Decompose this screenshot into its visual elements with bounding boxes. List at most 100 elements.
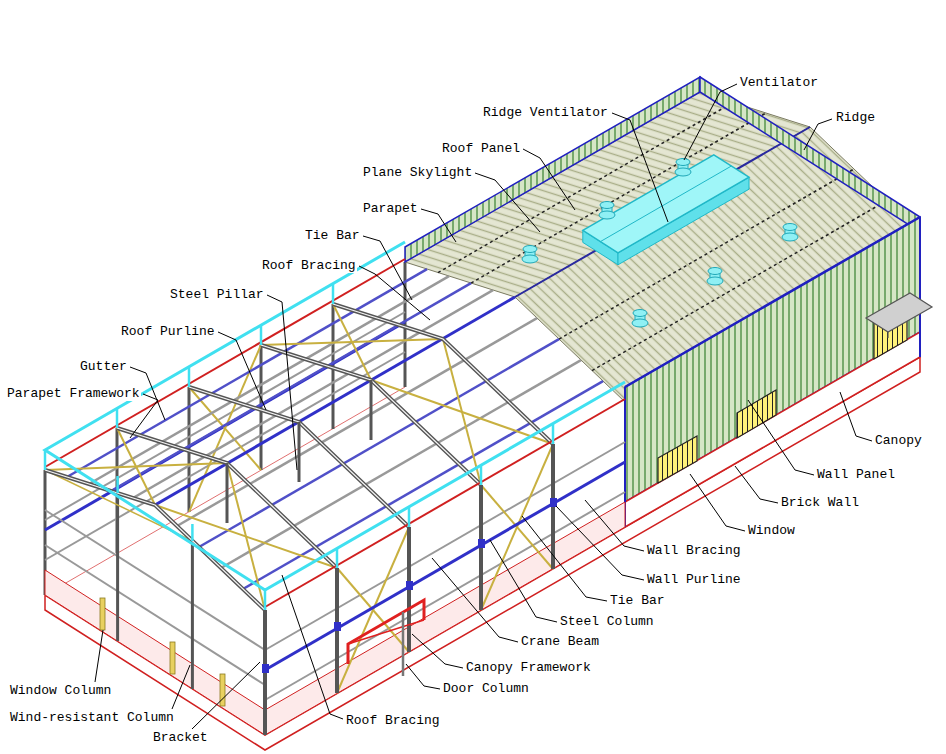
ventilator <box>707 268 723 286</box>
leader-line <box>748 400 814 475</box>
parapet-post <box>191 524 194 541</box>
leader-line <box>172 665 190 709</box>
part-label: Wall Purline <box>646 572 742 587</box>
ventilator <box>599 202 615 220</box>
part-label: Wind-resistant Column <box>9 710 175 725</box>
part-label: Ridge Ventilator <box>482 105 609 120</box>
parapet-post <box>260 325 263 345</box>
roof-purline <box>89 276 449 484</box>
wall-purline <box>45 545 265 685</box>
part-label: Canopy Framework <box>465 660 592 675</box>
parapet-post <box>116 408 119 428</box>
parapet-face <box>700 77 920 232</box>
rafters <box>45 304 553 610</box>
leader-line <box>585 500 644 551</box>
part-label: Roof Purline <box>120 324 216 339</box>
ventilators <box>522 159 798 328</box>
ventilator-cap <box>633 310 647 317</box>
part-label: Ventilator <box>739 75 819 90</box>
part-label: Gutter <box>79 359 128 374</box>
parapet-post <box>336 548 339 568</box>
part-label: Roof Bracing <box>261 258 357 273</box>
leader-line <box>490 540 557 622</box>
ventilator-cap <box>523 246 537 253</box>
rafter-highlight <box>333 304 553 444</box>
ventilator-cap <box>708 268 722 275</box>
crane-beam <box>265 462 625 670</box>
parapet-post <box>480 465 483 485</box>
wind-resistant-column <box>191 541 194 689</box>
part-label: Tie Bar <box>609 593 666 608</box>
ventilator-base <box>675 168 691 176</box>
steel-rafter <box>189 387 409 527</box>
parapet-post <box>552 424 555 444</box>
canopy <box>866 293 932 332</box>
bracket <box>550 498 557 507</box>
canopy-edge <box>887 332 888 338</box>
gutter <box>265 399 625 607</box>
ventilator <box>782 224 798 242</box>
leader-line <box>267 295 297 470</box>
leader-line <box>359 266 430 320</box>
leader-line <box>421 209 456 242</box>
part-label: Roof Panel <box>441 141 521 156</box>
leader-line <box>612 113 668 222</box>
ventilator-base <box>707 277 723 285</box>
leader-line <box>523 149 575 210</box>
skylight-rib <box>600 166 731 242</box>
ventilator <box>522 246 538 264</box>
ventilator-cap <box>783 224 797 231</box>
leader-line <box>218 332 266 410</box>
parapet-framework <box>45 242 625 610</box>
ventilator-base <box>782 233 798 241</box>
part-label: Steel Pillar <box>169 287 265 302</box>
leader-line <box>684 84 737 160</box>
leader-line <box>690 474 745 531</box>
parapet-post <box>264 590 267 610</box>
roof-purline <box>221 360 581 568</box>
steel-rafter <box>117 428 337 568</box>
leader-line <box>412 634 463 668</box>
wall-corner <box>919 217 921 357</box>
window <box>737 390 776 438</box>
canopy-framework <box>348 620 424 644</box>
ventilator <box>675 159 691 177</box>
part-label: Wall Panel <box>816 467 896 482</box>
plane-skylight <box>583 155 749 265</box>
canopy-framework <box>348 600 424 664</box>
window-column <box>170 642 175 674</box>
bracket <box>334 622 341 631</box>
part-label: Roof Bracing <box>345 713 441 728</box>
part-label: Canopy <box>874 433 923 448</box>
part-label: Tie Bar <box>304 228 361 243</box>
leader-line <box>406 664 440 689</box>
part-label: Window Column <box>9 683 112 698</box>
leader-line <box>522 516 607 601</box>
roof-bracings <box>45 304 553 610</box>
part-label: Window <box>747 523 796 538</box>
ventilator-cap <box>600 202 614 209</box>
part-label: Ridge <box>835 110 876 125</box>
leader-lines <box>95 84 872 729</box>
leader-line <box>475 173 540 232</box>
bracket <box>406 581 413 590</box>
part-label: Parapet <box>362 201 419 216</box>
steel-rafter <box>261 345 481 485</box>
roof-purline <box>133 290 493 498</box>
gutter <box>45 259 405 467</box>
ventilator-base <box>522 255 538 263</box>
ventilator-base <box>599 211 615 219</box>
parapet-rail <box>45 242 625 590</box>
parapet-post <box>116 476 119 493</box>
part-label: Plane Skylight <box>362 165 473 180</box>
leader-line <box>192 662 260 729</box>
rafter-highlight <box>189 387 409 527</box>
steel-rafter <box>333 304 553 444</box>
leader-line <box>282 575 343 719</box>
leader-line <box>735 466 778 503</box>
bracket <box>478 539 485 548</box>
steel-pillar <box>370 380 373 440</box>
